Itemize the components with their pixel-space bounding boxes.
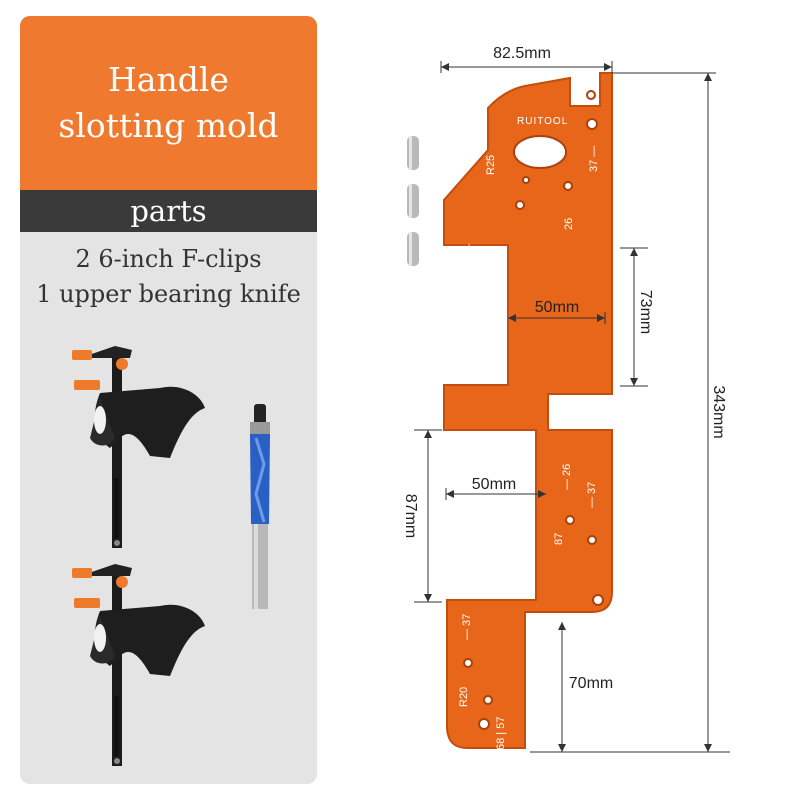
engraving-87: 87 xyxy=(553,533,565,545)
engraving-68-57: 68 | 57 xyxy=(495,717,507,750)
dowel-pins xyxy=(407,136,419,266)
parts-item-clips: 2 6-inch F-clips xyxy=(75,245,262,273)
engraving-26-top: 26 xyxy=(563,218,575,230)
brand-engraving: RUITOOL xyxy=(517,116,568,127)
plate-holes xyxy=(463,90,604,730)
plate-oval-slot xyxy=(513,135,567,169)
engraving-37-bottom: — 37 xyxy=(461,614,473,640)
dim-top-width: 82.5mm xyxy=(493,45,551,62)
engraving-73: 73 xyxy=(497,316,509,328)
engraving-26-mid: — 26 xyxy=(561,464,573,490)
engraving-r25: R25 xyxy=(485,155,497,175)
parts-item-knife: 1 upper bearing knife xyxy=(36,280,301,308)
engraving-r20: R20 xyxy=(458,687,470,707)
dim-lower-notch-height: 87mm xyxy=(402,494,419,538)
dim-upper-notch-depth: 50mm xyxy=(535,299,579,316)
dim-upper-notch-height: 73mm xyxy=(637,290,654,334)
engraving-37-left: 37 — xyxy=(463,244,475,270)
f-clamp-illustration xyxy=(72,564,205,766)
dim-lower-notch-depth: 50mm xyxy=(472,476,516,493)
template-plate xyxy=(443,72,613,749)
engraving-37-mid: — 37 xyxy=(586,482,598,508)
parts-list: 2 6-inch F-clips 1 upper bearing knife xyxy=(20,242,317,312)
parts-panel: Handle slotting mold parts 2 6-inch F-cl… xyxy=(20,16,317,784)
dim-bottom-leg-height: 70mm xyxy=(569,675,613,692)
engraving-37-top: 37 — xyxy=(588,146,600,172)
product-title: Handle slotting mold xyxy=(20,16,317,190)
dim-total-height: 343mm xyxy=(710,385,727,438)
router-bit-illustration xyxy=(250,404,270,609)
parts-heading: parts xyxy=(20,190,317,232)
slotting-template-diagram: RUITOOL R25 37 — 26 37 — 73 — 26 — 37 87… xyxy=(402,45,730,753)
f-clamp-illustration xyxy=(72,346,205,548)
